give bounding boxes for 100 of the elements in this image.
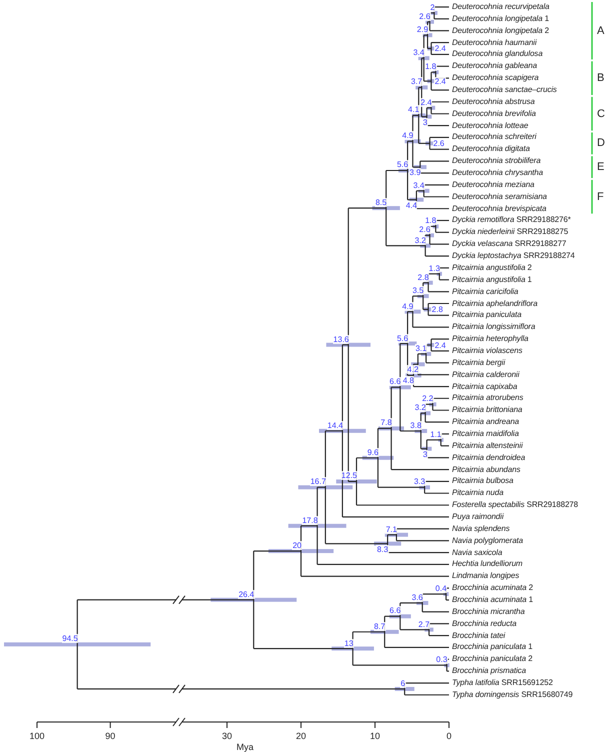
node-age-label: 2.7 [418, 620, 430, 629]
tick-label: 0 [446, 731, 452, 741]
node-age-label: 7.1 [385, 524, 398, 534]
taxon-label: Brocchinia paniculata 2 [452, 654, 532, 664]
taxon-label: Dyckia leptostachya SRR29188274 [452, 251, 575, 262]
taxon-label: Fosterella spectabilis SRR29188278 [452, 500, 578, 510]
taxon-label: Typha latifolia SRR15691252 [452, 678, 553, 688]
taxon-label: Brocchinia paniculata 1 [452, 642, 532, 652]
node-age-label: 0.3 [436, 655, 448, 664]
node-age-label: 8.7 [374, 622, 386, 631]
node-age-label: 1.3 [428, 264, 440, 273]
node-age-label: 3.4 [412, 180, 425, 190]
taxon-label: Brocchinia tatei [452, 630, 506, 641]
taxon-label: Brocchinia micrantha [452, 606, 525, 617]
node-age-label: 1.1 [430, 430, 442, 439]
taxon-label: Deuterocohnia digitata [452, 144, 530, 154]
node-age-label: 9.6 [366, 448, 379, 457]
taxon-label: Pitcairnia nuda [452, 488, 504, 498]
node-age-label: 4.4 [405, 200, 418, 210]
axis-title: Mya [236, 742, 254, 752]
node-age-label: 2.8 [431, 304, 444, 314]
taxon-label: Deuterocohnia longipetala 2 [452, 26, 549, 36]
node-age-label: 4.1 [408, 105, 420, 114]
taxon-label: Deuterocohnia chrysantha [452, 168, 543, 178]
node-age-label: 2.4 [434, 44, 446, 53]
node-age-label: 4.8 [402, 376, 414, 386]
node-age-label: 2.4 [434, 76, 446, 86]
taxon-label: Deuterocohnia gableana [452, 61, 537, 72]
tick-label: 90 [105, 731, 116, 741]
node-age-label: 3.1 [414, 344, 428, 353]
node-age-label: 2.2 [422, 394, 434, 404]
node-age-label: 3 [422, 118, 428, 127]
node-age-label: 1.8 [424, 62, 437, 72]
clade-label: C [597, 108, 605, 120]
node-age-label: 0.4 [434, 584, 448, 594]
node-age-label: 4.2 [406, 365, 419, 374]
node-age-label: 2.6 [432, 138, 445, 148]
taxon-label: Pitcairnia altensteinii [452, 440, 523, 451]
taxon-label: Brocchinia acuminata 1 [452, 595, 533, 605]
taxon-label: Pitcairnia atrorubens [452, 393, 524, 404]
taxon-label: Deuterocohnia seramisiana [452, 192, 547, 202]
node-age-label: 5.6 [396, 334, 409, 343]
node-age-label: 2.8 [417, 272, 430, 282]
taxon-label: Navia saxicola [452, 548, 502, 558]
taxon-label: Pitcairnia caricifolia [452, 286, 518, 297]
taxon-label: Pitcairnia bergii [452, 358, 505, 368]
taxon-label: Pitcairnia longissimiflora [452, 322, 536, 332]
node-age-label: 6 [400, 678, 406, 688]
node-age-label: 26.4 [238, 590, 255, 599]
taxon-label: Pitcairnia heterophylla [452, 334, 528, 344]
taxon-label: Typha domingensis SRR15680749 [452, 690, 573, 700]
taxon-label: Dyckia remotiflora SRR29188276* [452, 215, 571, 226]
node-age-label: 3.8 [410, 420, 422, 430]
taxon-label: Deuterocohnia longipetala 1 [452, 14, 549, 24]
clade-label: F [597, 190, 604, 203]
node-age-label: 12.5 [340, 471, 358, 480]
node-age-label: 3.2 [414, 236, 426, 245]
taxon-label: Pitcairnia abundans [452, 464, 520, 475]
taxon-label: Pitcairnia maidifolia [452, 428, 519, 439]
taxon-label: Puya raimondii [452, 512, 504, 522]
tick-label: 100 [29, 731, 45, 741]
node-age-label: 2.9 [416, 25, 429, 34]
taxon-label: Pitcairnia bulbosa [452, 476, 514, 486]
node-age-label: 4.9 [402, 131, 414, 140]
taxon-label: Pitcairnia angustifolia 1 [452, 274, 532, 285]
node-age-label: 2 [430, 2, 436, 12]
taxon-label: Pitcairnia dendroidea [452, 452, 526, 463]
node-age-label: 2.6 [418, 12, 431, 21]
taxon-label: Hechtia lundelliorum [452, 559, 522, 570]
node-age-label: 16.7 [310, 477, 326, 486]
tick-label: 30 [222, 731, 232, 741]
node-age-label: 3.4 [412, 48, 425, 58]
taxon-label: Deuterocohnia recurvipetala [452, 2, 550, 12]
node-age-label: 13.6 [332, 334, 350, 344]
clade-label: E [597, 161, 604, 174]
taxon-label: Dyckia velascana SRR29188277 [452, 239, 566, 250]
clade-label: D [597, 137, 605, 150]
taxon-label: Deuterocohnia brevifolia [452, 108, 536, 119]
node-age-label: 1.8 [424, 216, 437, 226]
taxon-label: Deuterocohnia meziana [452, 180, 534, 190]
taxon-label: Pitcairnia calderonii [452, 370, 520, 380]
node-age-label: 2.4 [434, 340, 446, 350]
node-age-label: 6.6 [389, 377, 402, 386]
clade-label: A [597, 24, 604, 37]
taxon-label: Pitcairnia andreana [452, 417, 520, 428]
node-age-label: 3.9 [409, 168, 422, 178]
node-age-label: 5.6 [396, 160, 409, 170]
node-age-label: 4.9 [402, 302, 414, 311]
node-age-label: 3.7 [410, 77, 423, 86]
taxon-label: Navia polyglomerata [452, 536, 524, 546]
taxon-label: Deuterocohnia strobilifera [452, 156, 541, 166]
node-age-label: 6.6 [389, 606, 402, 616]
node-age-label: 94.5 [62, 634, 78, 644]
taxon-label: Deuterocohnia brevispicata [452, 204, 546, 214]
taxon-label: Dyckia niederleinii SRR29188275 [452, 227, 568, 238]
taxon-label: Pitcairnia capixaba [452, 382, 518, 392]
taxon-label: Deuterocohnia schreiteri [452, 132, 536, 142]
taxon-label: Pitcairnia aphelandriflora [452, 298, 538, 308]
taxon-label: Pitcairnia angustifolia 2 [452, 262, 532, 273]
taxon-label: Navia splendens [452, 524, 510, 534]
